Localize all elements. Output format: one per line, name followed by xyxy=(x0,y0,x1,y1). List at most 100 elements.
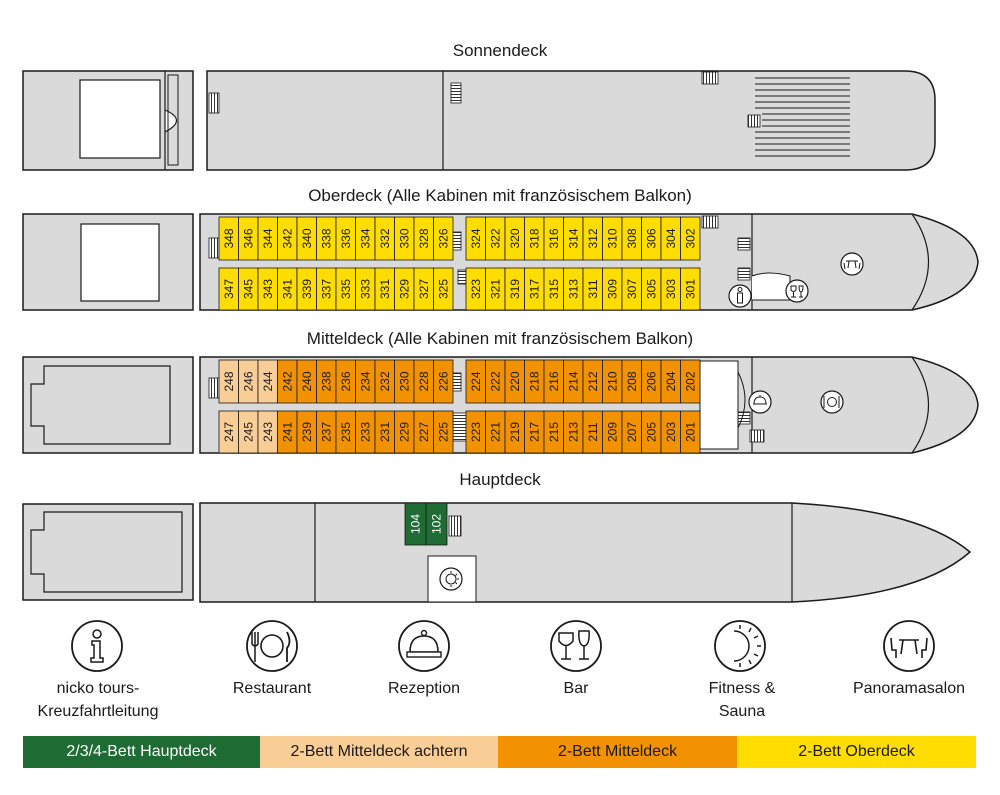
cabin-number: 338 xyxy=(319,228,333,248)
cabin-number: 345 xyxy=(241,279,255,299)
cabin-number: 238 xyxy=(319,371,333,391)
cabin-number: 233 xyxy=(358,422,372,442)
sonnendeck-stair-aft xyxy=(208,92,220,114)
legend-info-label-line1: nicko tours- xyxy=(56,680,140,697)
cabin-201[interactable] xyxy=(680,410,701,454)
cabin-number: 326 xyxy=(436,228,450,248)
cabin-number: 243 xyxy=(261,422,275,442)
cabin-number: 343 xyxy=(261,279,275,299)
cabin-number: 305 xyxy=(644,279,658,299)
oberdeck-bar-icon xyxy=(785,279,809,303)
sonnendeck-hull xyxy=(206,70,936,171)
cabin-number: 342 xyxy=(280,228,294,248)
cabin-number: 217 xyxy=(527,422,541,442)
cabin-number: 241 xyxy=(280,422,294,442)
mitteldeck-stair-aft xyxy=(208,377,220,399)
oberdeck-stern-hatch xyxy=(80,223,160,302)
cabin-number: 320 xyxy=(508,228,522,248)
cabin-number: 209 xyxy=(605,422,619,442)
cabin-number: 331 xyxy=(378,279,392,299)
cabin-number: 231 xyxy=(378,422,392,442)
cabin-number: 325 xyxy=(436,279,450,299)
cabin-number: 225 xyxy=(436,422,450,442)
cabin-number: 321 xyxy=(488,279,502,299)
cabin-226[interactable] xyxy=(433,359,454,404)
cabin-number: 337 xyxy=(319,279,333,299)
cabin-number: 310 xyxy=(605,228,619,248)
cabin-number: 248 xyxy=(222,371,236,391)
cabin-number: 315 xyxy=(547,279,561,299)
cabin-number: 220 xyxy=(508,371,522,391)
lounge-table-icon xyxy=(883,620,935,672)
oberdeck-stair-fwd xyxy=(701,215,719,229)
cabin-number: 304 xyxy=(664,228,678,248)
cabin-number: 344 xyxy=(261,228,275,248)
cabin-number: 237 xyxy=(319,422,333,442)
cabin-number: 208 xyxy=(625,371,639,391)
cabin-number: 244 xyxy=(261,371,275,391)
cabin-number: 314 xyxy=(566,228,580,248)
cabin-number: 202 xyxy=(683,371,697,391)
cabin-number: 102 xyxy=(430,514,444,534)
sonnendeck-loungers xyxy=(755,77,850,157)
cabin-number: 211 xyxy=(586,422,600,441)
cabin-number: 205 xyxy=(644,422,658,442)
cabin-number: 240 xyxy=(300,371,314,391)
cabin-number: 215 xyxy=(547,422,561,442)
cabin-number: 246 xyxy=(241,371,255,391)
oberdeck-stair-fwd3 xyxy=(737,267,751,281)
cabin-number: 226 xyxy=(436,371,450,391)
sonnendeck-stern-stair xyxy=(167,74,179,166)
deck-title-hauptdeck: Hauptdeck xyxy=(459,470,541,489)
cabin-number: 212 xyxy=(586,371,600,391)
cabin-number: 302 xyxy=(683,228,697,248)
cabin-number: 318 xyxy=(527,228,541,248)
restaurant-icon xyxy=(246,620,298,672)
info-icon xyxy=(71,620,123,672)
mitteldeck-reception-icon xyxy=(748,390,772,414)
cabin-number: 223 xyxy=(469,422,483,442)
cabin-number: 316 xyxy=(547,228,561,248)
cabin-number: 213 xyxy=(566,422,580,442)
cabin-number: 216 xyxy=(547,371,561,391)
sonnendeck-stern-hatch xyxy=(79,79,161,159)
mitteldeck-restaurant-icon xyxy=(820,390,844,414)
cabin-number: 201 xyxy=(683,422,697,442)
cabin-number: 227 xyxy=(417,422,431,442)
deck-title-mitteldeck: Mitteldeck (Alle Kabinen mit französisch… xyxy=(306,329,694,348)
legend-fitness-label: Fitness & Sauna xyxy=(709,677,776,723)
cabin-number: 239 xyxy=(300,422,314,442)
mitteldeck-stair-fwd xyxy=(737,411,751,425)
cabin-225[interactable] xyxy=(433,410,454,454)
cabin-number: 104 xyxy=(409,514,423,534)
category-bar-mitteldeck-achtern: 2-Bett Mitteldeck achtern xyxy=(260,736,498,768)
cabin-302[interactable] xyxy=(680,216,701,261)
sonnendeck-stair-fwd xyxy=(701,71,719,85)
hauptdeck-stair xyxy=(448,515,462,537)
sonnendeck-stair-mid xyxy=(450,82,462,104)
cabin-number: 334 xyxy=(358,228,372,248)
oberdeck-stair-fwd2 xyxy=(737,237,751,251)
hauptdeck: 104 102 xyxy=(22,502,972,603)
category-bar-oberdeck: 2-Bett Oberdeck xyxy=(737,736,976,768)
cabin-202[interactable] xyxy=(680,359,701,404)
sonnendeck xyxy=(22,70,936,171)
cabin-325[interactable] xyxy=(433,267,454,311)
cabin-number: 210 xyxy=(605,371,619,391)
cabin-number: 228 xyxy=(417,371,431,391)
cabin-number: 324 xyxy=(469,228,483,248)
cabin-number: 341 xyxy=(280,279,294,299)
cabin-326[interactable] xyxy=(433,216,454,261)
cabin-number: 221 xyxy=(488,422,502,442)
cabin-102[interactable] xyxy=(425,502,448,546)
sun-icon xyxy=(714,620,766,672)
cabin-301[interactable] xyxy=(680,267,701,311)
cabin-number: 203 xyxy=(664,422,678,442)
cabin-number: 336 xyxy=(339,228,353,248)
cabin-number: 247 xyxy=(222,422,236,442)
